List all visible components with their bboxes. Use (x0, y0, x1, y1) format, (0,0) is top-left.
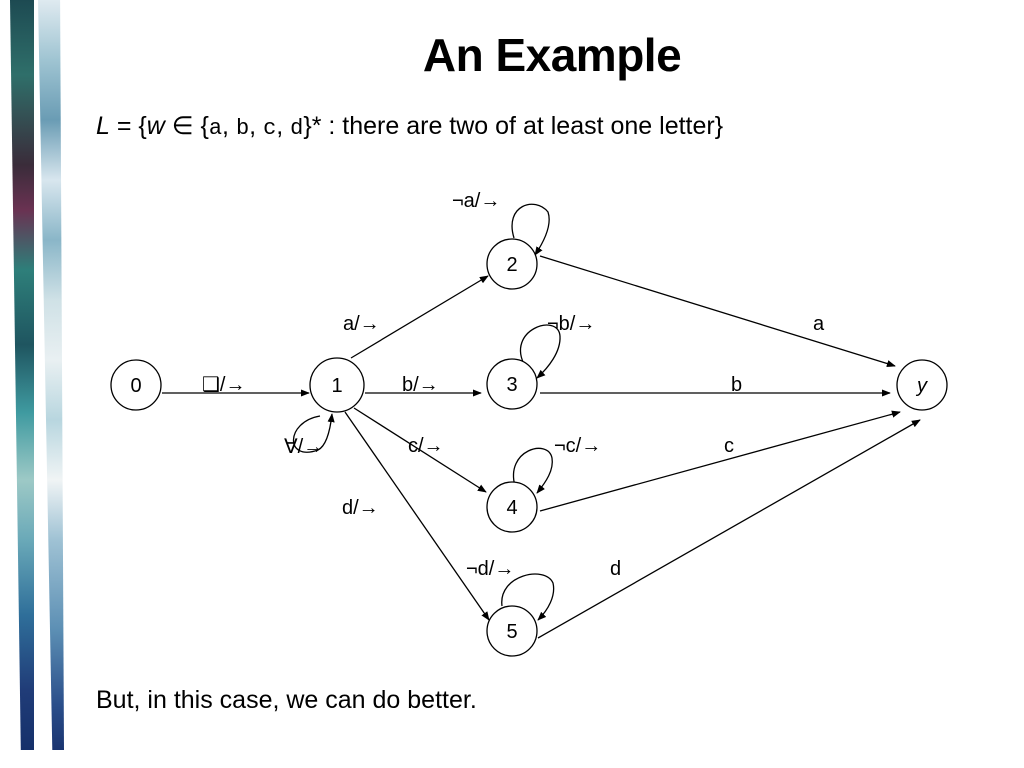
label-edge-3-y: b (731, 374, 742, 396)
label-edge-1-2: a/→ (343, 313, 380, 335)
edge-5-y (537, 419, 921, 639)
equals-brace: = { (109, 112, 147, 140)
label-edge-5-y: d (610, 558, 621, 580)
state-5 (486, 605, 538, 657)
label-loop-5: ¬d/→ (466, 558, 514, 580)
label-edge-1-5: d/→ (342, 497, 379, 519)
label-loop-4: ¬c/→ (554, 435, 601, 457)
letter-separator: , (249, 112, 264, 140)
edge-4-y (539, 410, 901, 512)
edge-1-5 (344, 411, 490, 621)
label-edge-4-y: c (724, 435, 734, 457)
state-3 (486, 358, 538, 410)
label-edge-1-3: b/→ (402, 374, 439, 396)
state-label: 3 (506, 374, 517, 396)
state-label: 2 (506, 254, 517, 276)
letter-separator: , (222, 112, 236, 140)
state-1 (309, 357, 365, 413)
loop-2 (511, 203, 550, 256)
word-variable: w (146, 112, 165, 140)
element-of-brace: ∈ { (164, 112, 209, 140)
state-2 (486, 238, 538, 290)
label-edge-1-4: c/→ (408, 435, 444, 457)
loop-1 (292, 413, 335, 453)
state-label: y (915, 375, 928, 397)
alphabet-letter: b (235, 116, 250, 141)
alphabet-letter: d (290, 116, 304, 141)
label-edge-2-y: a (813, 313, 825, 335)
label-start: ❑/→ (202, 374, 246, 396)
state-label: 4 (506, 497, 517, 519)
edge-1-2 (350, 275, 489, 359)
edge-2-y (539, 255, 896, 368)
label-loop-3: ¬b/→ (547, 313, 595, 335)
loop-3 (519, 324, 561, 379)
label-loop-1: ∀/→ (284, 436, 323, 458)
letter-separator: , (276, 112, 291, 140)
state-y (896, 359, 948, 411)
definition-tail: }* : there are two of at least one lette… (303, 112, 724, 140)
state-label: 5 (506, 621, 517, 643)
alphabet-letter: a (208, 116, 223, 141)
slide-title: An Example (422, 29, 682, 81)
state-4 (486, 481, 538, 533)
state-0 (110, 359, 162, 411)
language-definition: L = {w ∈ {a, b, c, d}* : there are two o… (96, 111, 723, 141)
loop-5 (501, 573, 555, 621)
state-label: 0 (130, 375, 141, 397)
language-symbol: L (96, 112, 110, 140)
loop-4 (512, 447, 553, 494)
alphabet-letter: c (263, 116, 277, 141)
label-loop-2: ¬a/→ (452, 190, 500, 212)
state-label: 1 (331, 375, 342, 397)
edge-1-4 (353, 407, 487, 493)
footer-text: But, in this case, we can do better. (96, 686, 477, 714)
